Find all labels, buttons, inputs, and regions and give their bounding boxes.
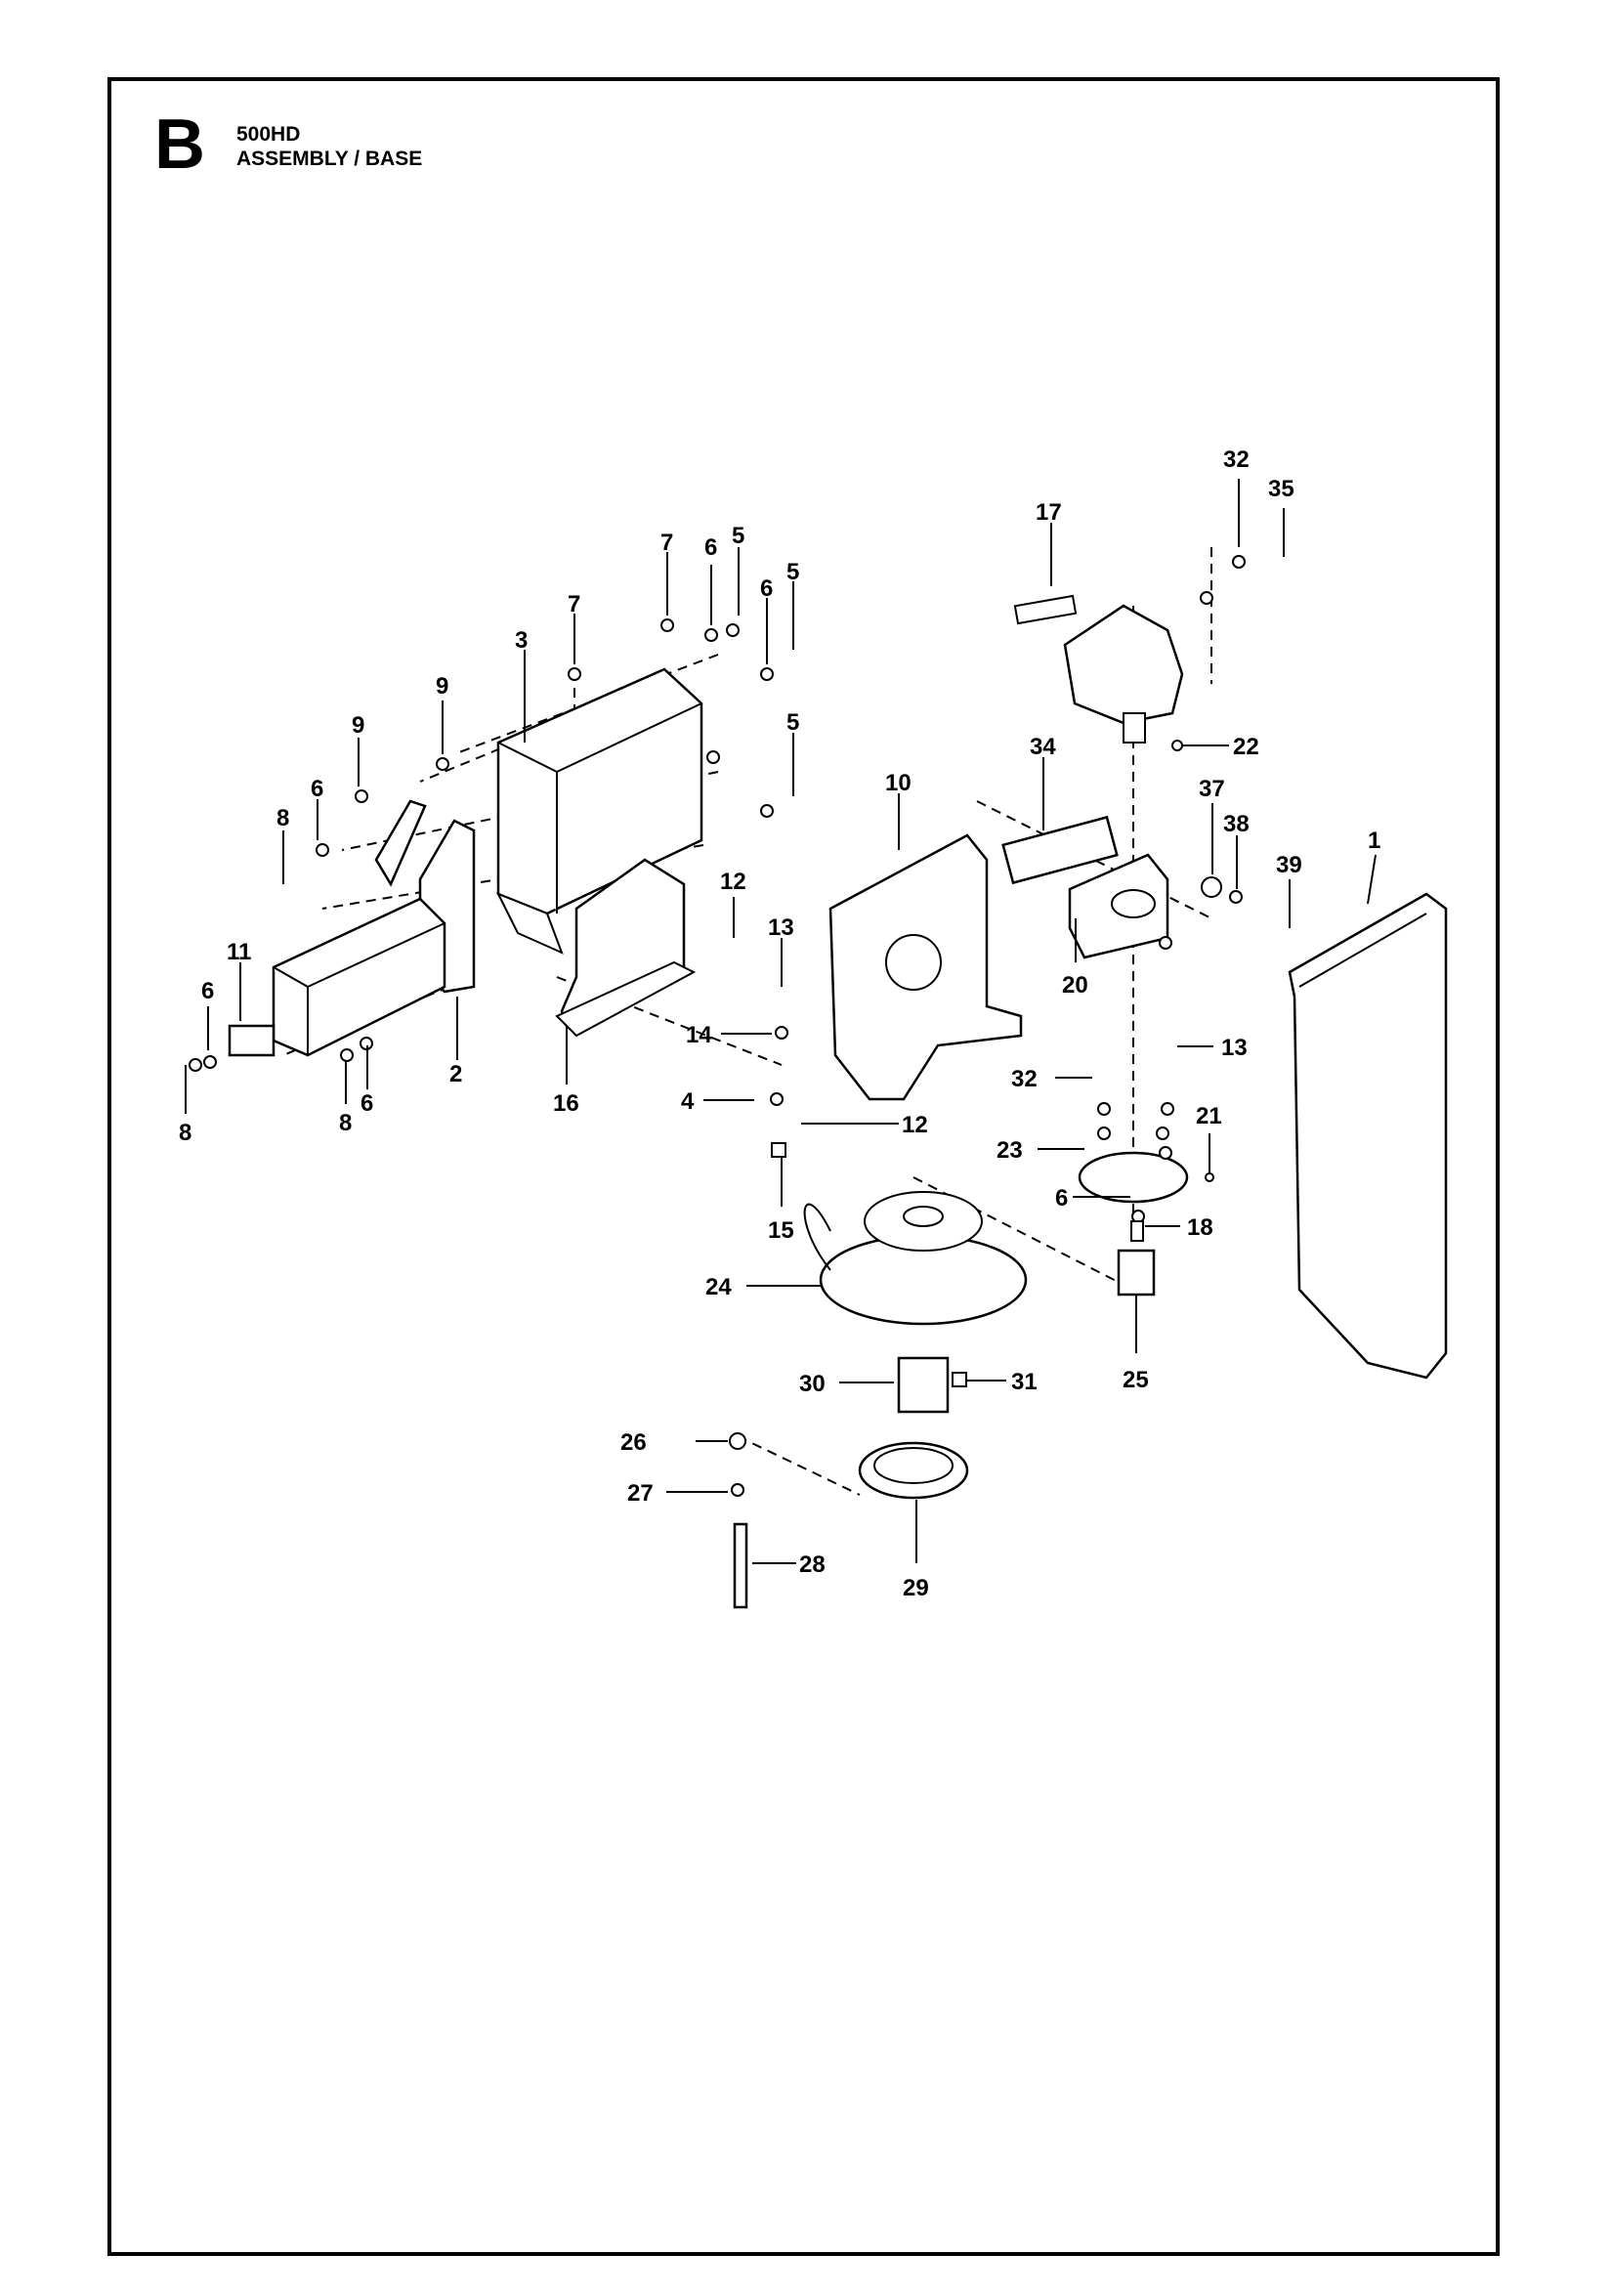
callout-38: 38	[1223, 811, 1250, 837]
callout-6: 6	[1055, 1185, 1068, 1212]
callout-13: 13	[768, 914, 794, 941]
connector-part	[228, 1024, 276, 1057]
callout-31: 31	[1011, 1369, 1038, 1395]
callout-9: 9	[436, 673, 448, 700]
callout-1: 1	[1368, 828, 1380, 854]
tongue-bracket-part	[272, 799, 476, 1057]
callout-15: 15	[768, 1217, 794, 1244]
callout-9: 9	[352, 712, 364, 739]
box-bracket-part	[495, 667, 703, 955]
callout-5: 5	[732, 523, 744, 549]
callout-10: 10	[885, 770, 912, 796]
support-bracket-part	[555, 858, 697, 1038]
callout-16: 16	[553, 1090, 579, 1117]
spacer-part	[1117, 1249, 1156, 1297]
callout-27: 27	[627, 1480, 654, 1507]
section-letter: B	[154, 106, 205, 184]
callout-30: 30	[799, 1371, 826, 1397]
page-border	[107, 77, 1500, 2256]
callout-34: 34	[1030, 734, 1056, 760]
clutch-part	[803, 1191, 1028, 1326]
callout-8: 8	[339, 1110, 352, 1136]
guard-part	[1288, 892, 1448, 1380]
cone-plate-part	[1078, 1151, 1189, 1204]
hub-part	[897, 1356, 950, 1414]
callout-24: 24	[705, 1274, 732, 1300]
callout-12: 12	[902, 1112, 928, 1138]
callout-20: 20	[1062, 972, 1088, 999]
callout-labels: 32 35 17 7 6 5 6 5 7 3 9 9 5 22 6 8 10 3…	[179, 446, 1380, 1601]
callout-32: 32	[1011, 1066, 1038, 1092]
callout-28: 28	[799, 1552, 826, 1578]
long-bolt-part	[733, 1522, 748, 1609]
callout-5: 5	[786, 559, 799, 585]
callout-26: 26	[620, 1429, 647, 1456]
diagram-title: ASSEMBLY / BASE	[236, 148, 423, 170]
callout-7: 7	[660, 530, 673, 556]
callout-6: 6	[760, 575, 773, 602]
callout-11: 11	[227, 939, 251, 965]
callout-6: 6	[311, 776, 323, 802]
callout-17: 17	[1036, 499, 1062, 526]
callout-7: 7	[568, 591, 580, 617]
callout-6: 6	[361, 1090, 373, 1117]
callout-8: 8	[276, 805, 289, 831]
callout-12: 12	[720, 869, 746, 895]
callout-25: 25	[1123, 1367, 1149, 1393]
gearbox-part	[1013, 594, 1184, 744]
bearing-part	[1068, 853, 1169, 959]
callout-2: 2	[449, 1061, 462, 1087]
callout-6: 6	[704, 534, 717, 561]
callout-13: 13	[1221, 1035, 1248, 1061]
callout-6: 6	[201, 978, 214, 1004]
callout-21: 21	[1196, 1103, 1222, 1129]
pulley-part	[858, 1441, 969, 1500]
model-name: 500HD	[236, 123, 301, 146]
callout-22: 22	[1233, 734, 1259, 760]
callout-29: 29	[903, 1575, 929, 1601]
callout-37: 37	[1199, 776, 1225, 802]
callout-32: 32	[1223, 446, 1250, 473]
callout-3: 3	[515, 627, 528, 654]
motor-plate-part	[828, 833, 1023, 1101]
callout-18: 18	[1187, 1214, 1213, 1241]
callout-8: 8	[179, 1120, 191, 1146]
flat-bar-part	[1001, 815, 1119, 885]
callout-4: 4	[681, 1088, 695, 1115]
callout-35: 35	[1268, 476, 1294, 502]
callout-39: 39	[1276, 852, 1302, 878]
callout-23: 23	[997, 1137, 1023, 1164]
callout-14: 14	[686, 1022, 712, 1048]
callout-5: 5	[786, 709, 799, 736]
